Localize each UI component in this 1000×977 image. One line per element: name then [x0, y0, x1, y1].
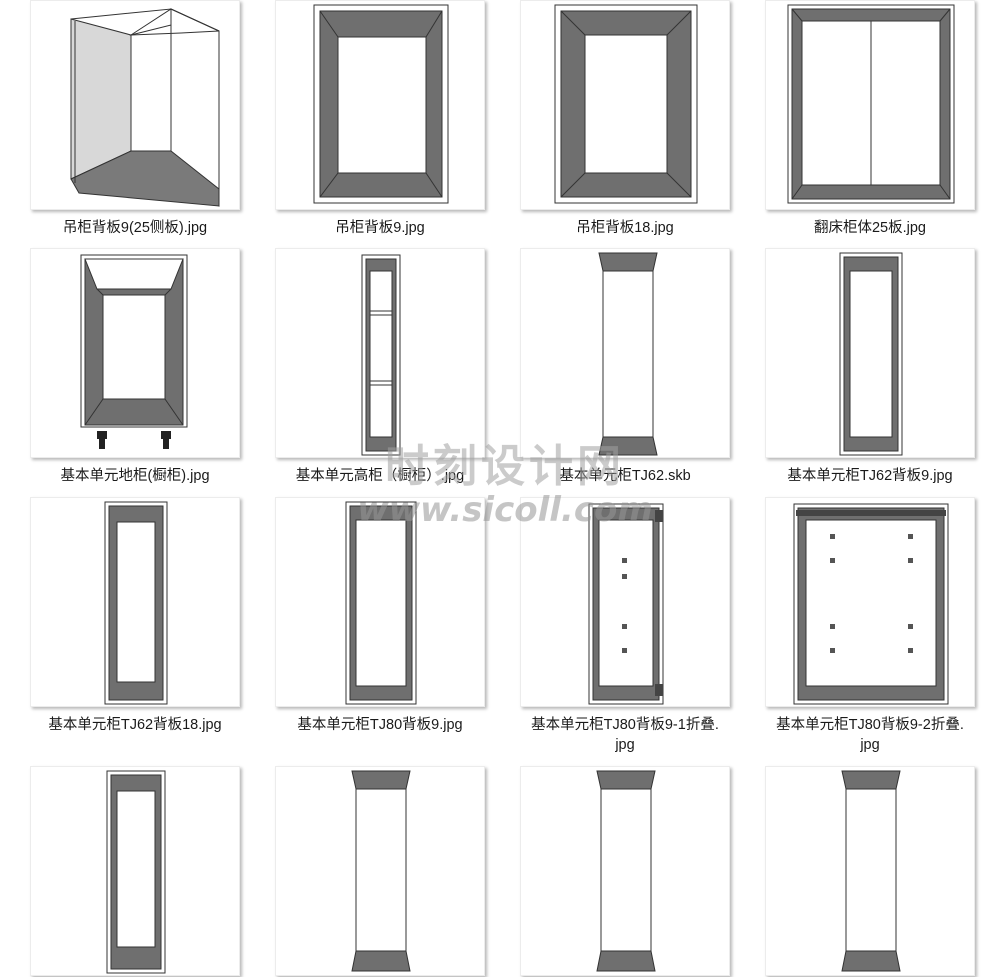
- hanging-cabinet-back18-thumbnail-icon: [520, 0, 730, 210]
- hanging-cabinet-3d-thumbnail-icon: [30, 0, 240, 210]
- tj80-fold1-thumbnail-icon: [520, 497, 730, 707]
- tj62-back18-thumbnail-icon: [30, 497, 240, 707]
- file-name-label: 基本单元高柜（橱柜）.jpg: [295, 468, 465, 484]
- file-name-label: 基本单元柜TJ62背板9.jpg: [787, 468, 953, 484]
- tall-cabinet-thumbnail-icon: [275, 248, 485, 458]
- file-name-label: 吊柜背板18.jpg: [576, 220, 674, 236]
- file-name-label: 吊柜背板9(25侧板).jpg: [62, 220, 208, 236]
- file-name-label: 基本单元柜TJ62.skb: [559, 468, 691, 484]
- cabinet-column-thumbnail-icon: [520, 766, 730, 976]
- file-name-label: 吊柜背板9.jpg: [335, 220, 425, 236]
- cabinet-column-thumbnail-icon: [765, 766, 975, 976]
- hanging-cabinet-back9-thumbnail-icon: [275, 0, 485, 210]
- tj80-fold2-thumbnail-icon: [765, 497, 975, 707]
- file-name-label: 基本单元柜TJ80背板9-1折叠. jpg: [531, 717, 719, 753]
- tj62-cabinet-thumbnail-icon: [520, 248, 730, 458]
- file-name-label: 基本单元柜TJ80背板9.jpg: [297, 717, 463, 733]
- tj80-back9-thumbnail-icon: [275, 497, 485, 707]
- file-name-label: 翻床柜体25板.jpg: [813, 220, 926, 236]
- tj62-back9-thumbnail-icon: [765, 248, 975, 458]
- file-name-label: 基本单元柜TJ62背板18.jpg: [48, 717, 222, 733]
- base-cabinet-thumbnail-icon: [30, 248, 240, 458]
- fold-bed-cabinet-thumbnail-icon: [765, 0, 975, 210]
- file-name-label: 基本单元柜TJ80背板9-2折叠. jpg: [776, 717, 964, 753]
- cabinet-column-thumbnail-icon: [275, 766, 485, 976]
- cabinet-thumbnail-icon: [30, 766, 240, 976]
- file-name-label: 基本单元地柜(橱柜).jpg: [60, 468, 210, 484]
